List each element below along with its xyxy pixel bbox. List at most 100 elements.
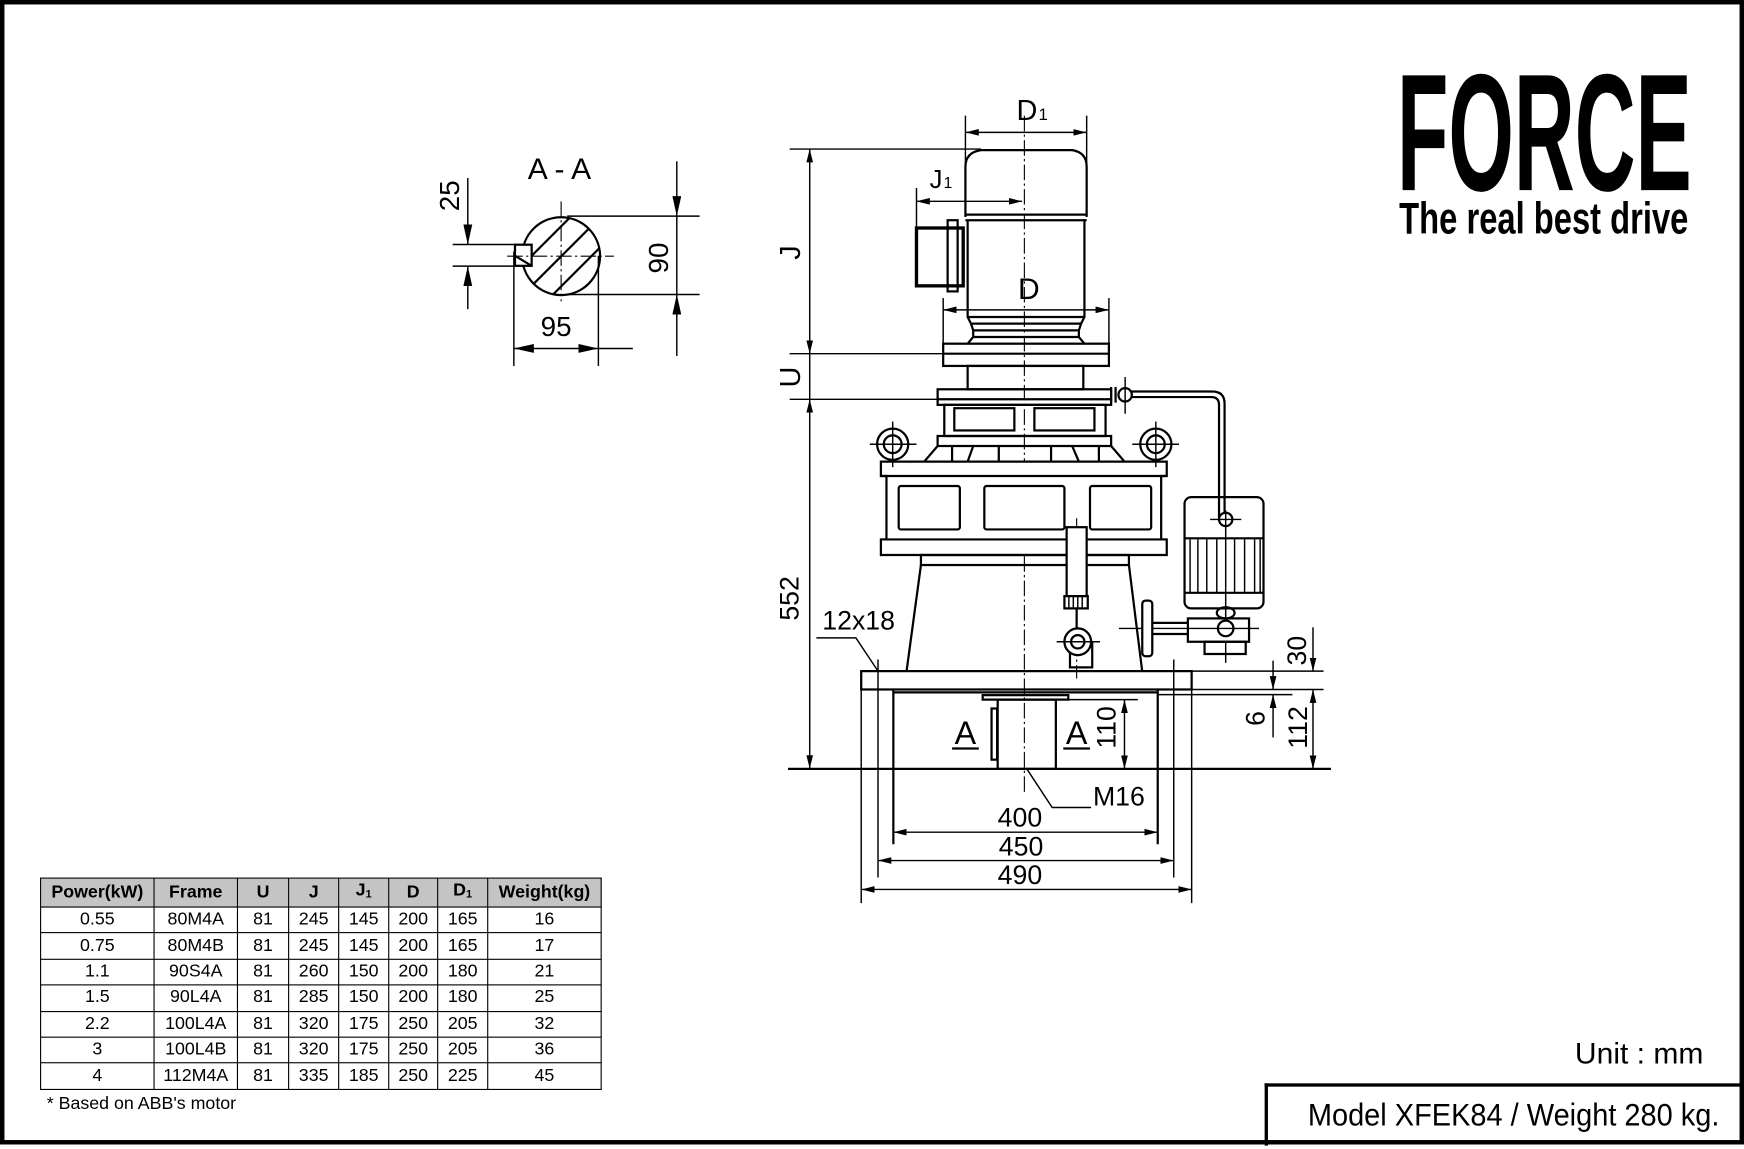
dim-400-label: 400 [998,802,1043,832]
table-cell: 225 [437,1062,489,1090]
dim-112-label: 112 [1283,706,1313,749]
title-block: Model XFEK84 / Weight 280 kg. [1264,1083,1744,1146]
table-cell: 81 [236,1062,290,1090]
thread-label: M16 [1093,781,1145,811]
table-cell: 16 [487,906,602,934]
lifting-eye-right [1132,421,1179,468]
unit-label: Unit : mm [1574,1036,1704,1070]
header-power: Power(kW) [40,877,155,908]
dim-30-label: 30 [1282,636,1312,666]
header-j1: J1 [338,877,390,908]
table-cell: 81 [236,1036,290,1064]
table-cell: 145 [338,906,390,934]
table-cell: 175 [338,1010,390,1038]
table-cell: 81 [236,958,290,986]
table-cell: 0.55 [40,906,155,934]
header-u: U [236,877,290,908]
table-cell: 17 [487,932,602,960]
table-cell: 205 [437,1036,489,1064]
table-cell: 200 [388,906,439,934]
table-cell: 112M4A [153,1062,239,1090]
table-cell: 90L4A [153,984,239,1012]
table-cell: 245 [288,906,340,934]
dim-j-label: J [775,245,807,259]
table-cell: 250 [388,1036,439,1064]
motor [914,149,1088,345]
header-d: D [388,877,439,908]
shaft-height-label: 90 [643,243,674,274]
technical-drawing: FORCE The real best drive A - A 25 90 [434,40,1692,904]
table-cell: 81 [236,984,290,1012]
logo-brand: FORCE [1397,40,1692,226]
table-cell: 165 [437,906,489,934]
table-cell: 21 [487,958,602,986]
hatch-pattern [522,217,601,296]
footnote: * Based on ABB's motor [46,1094,237,1114]
table-cell: 100L4B [153,1036,239,1064]
dim-450-label: 450 [999,831,1044,861]
table-cell: 36 [487,1036,602,1064]
table-cell: 81 [236,932,290,960]
table-cell: 150 [338,984,390,1012]
table-cell: 45 [487,1062,602,1090]
table-cell: 285 [288,984,340,1012]
dim-6-label: 6 [1241,711,1271,726]
key-width-label: 25 [434,180,465,211]
logo-tagline: The real best drive [1399,195,1688,244]
oil-level-gauge [1056,518,1101,679]
table-cell: 250 [388,1062,439,1090]
table-cell: 320 [288,1010,340,1038]
lifting-eye-left [869,421,917,468]
table-cell: 81 [236,1010,290,1038]
table-cell: 245 [288,932,340,960]
table-cell: 81 [236,906,290,934]
table-cell: 175 [338,1036,390,1064]
dim-u-label: U [775,367,807,388]
table-cell: 250 [388,1010,439,1038]
table-cell: 80M4A [153,906,239,934]
table-cell: 145 [338,932,390,960]
table-cell: 90S4A [153,958,239,986]
table-cell: 320 [288,1036,340,1064]
table-cell: 180 [437,984,489,1012]
table-cell: 150 [338,958,390,986]
dim-j1-label: J1 [930,166,953,194]
table-cell: 2.2 [40,1010,155,1038]
model-title: Model XFEK84 / Weight 280 kg. [1307,1097,1720,1133]
table-cell: 1.1 [40,958,155,986]
section-a-a: A - A 25 90 95 [434,153,700,366]
table-cell: 205 [437,1010,489,1038]
dim-552-label: 552 [775,576,805,621]
table-cell: 180 [437,958,489,986]
terminal-box [914,226,965,288]
dim-110-label: 110 [1092,706,1122,749]
header-d1: D1 [437,877,489,908]
table-cell: 0.75 [40,932,155,960]
table-cell: 335 [288,1062,340,1090]
table-cell: 200 [388,958,439,986]
table-header-row: Power(kW) Frame U J J1 D D1 Weight(kg) [40,877,602,908]
table-cell: 185 [338,1062,390,1090]
table-cell: 80M4B [153,932,239,960]
table-cell: 32 [487,1010,602,1038]
motor-spec-table: Power(kW) Frame U J J1 D D1 Weight(kg) 0… [40,877,602,1090]
table-cell: 3 [40,1036,155,1064]
gearmotor-elevation: D1 J1 D J U 552 12x18 30 112 [775,95,1331,904]
keyway [513,243,533,267]
table-cell: 25 [487,984,602,1012]
section-mark-left: A [955,715,977,751]
table-cell: 100L4A [153,1010,239,1038]
header-frame: Frame [153,877,239,908]
force-logo: FORCE The real best drive [1397,40,1692,243]
dimensions: D1 J1 D J U 552 12x18 30 112 [775,95,1317,893]
table-cell: 200 [388,984,439,1012]
base-frame [788,659,1331,904]
